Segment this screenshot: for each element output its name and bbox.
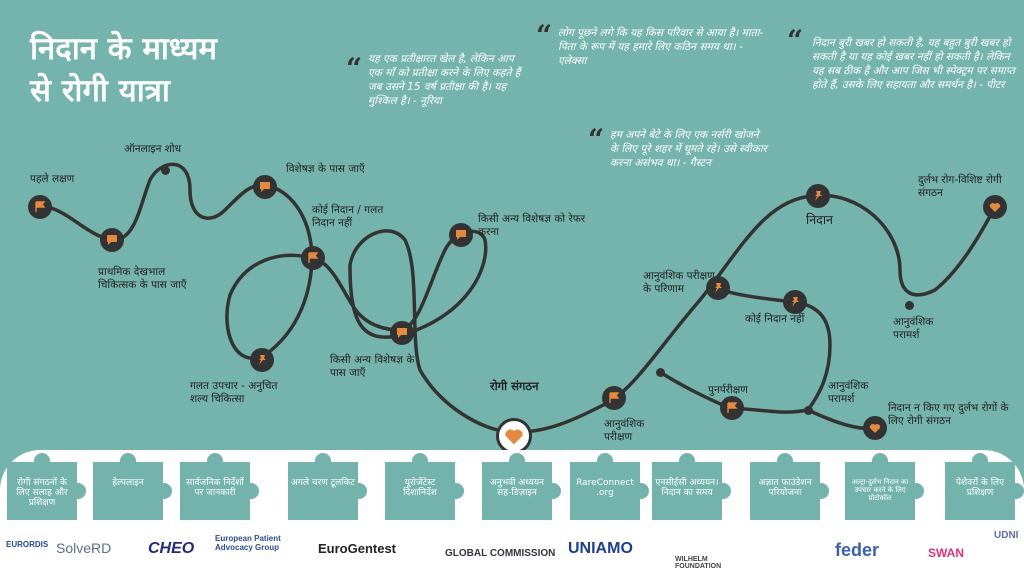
flag-icon	[602, 386, 626, 410]
quote-mark-icon: “	[588, 123, 605, 156]
heart-hands-icon	[983, 195, 1007, 219]
resource-piece: एनसीईसी अध्ययन। निदान का समय	[652, 453, 731, 520]
label-refer-specialist: किसी अन्य विशेषज्ञ को रेफर करना	[478, 213, 586, 238]
path-dot	[803, 405, 813, 415]
heart-hands-icon	[863, 416, 887, 440]
flag-icon	[28, 195, 52, 219]
quote-peter: निदान बुरी खबर हो सकती है, यह बहुत बुरी …	[812, 37, 1015, 91]
label-other-specialist: किसी अन्य विशेषज्ञ के पास जाएँ	[330, 354, 415, 379]
label-primary-care: प्राथमिक देखभाल चिकित्सक के पास जाएँ	[98, 266, 187, 291]
chat-icon	[100, 228, 124, 252]
pin-icon	[250, 348, 274, 372]
logo-udni: UDNI	[994, 530, 1019, 541]
label-genetic-counsel-2: आनुवंशिक परामर्श	[893, 316, 934, 341]
logo-global-commission: GLOBAL COMMISSION	[445, 548, 556, 559]
resource-piece: यूरोजेंटेस्ट दिशानिर्देश	[385, 453, 464, 520]
quote-mark-icon: “	[787, 24, 804, 57]
pin-icon	[706, 276, 730, 300]
label-genetic-test: आनुवंशिक परीक्षण	[604, 418, 645, 443]
label-online-research: ऑनलाइन शोध	[124, 143, 182, 155]
resource-piece: सार्वजनिक निर्देशों पर जानकारी	[180, 453, 259, 520]
resource-piece: अल्ट्रा-दुर्लभ निदान का उपचार करने के लि…	[845, 453, 924, 520]
label-rare-org: दुर्लभ रोग-विशिष्ट रोगी संगठन	[918, 174, 1002, 199]
label-no-diagnosis: कोई निदान नहीं	[745, 313, 805, 325]
resource-piece: अनुभवी अध्ययन सह-डिज़ाइन	[482, 453, 561, 520]
quote-alexa: लोग पूछने लगे कि यह किस परिवार से आया है…	[558, 27, 764, 67]
label-diagnosis: निदान	[806, 212, 833, 227]
path-dot	[655, 367, 665, 377]
logo-uniamo: UNIAMO	[568, 540, 633, 557]
logo-cheo: CHEO	[148, 540, 195, 557]
resource-piece: पेशेवरों के लिए प्रशिक्षण	[945, 453, 1024, 520]
pin-icon	[806, 184, 830, 208]
logo-feder: feder	[835, 540, 880, 560]
resource-piece: हेल्पलाइन	[93, 453, 172, 520]
quote-nuria: यह एक प्रतीक्षारत खेल है, लेकिन आप एक मा…	[368, 53, 521, 107]
chat-icon	[390, 321, 414, 345]
flag-icon	[720, 396, 744, 420]
label-retest: पुनर्परीक्षण	[708, 384, 748, 396]
logo-epag: European Patient Advocacy Group	[215, 534, 281, 552]
chat-icon	[253, 175, 277, 199]
path-dot	[904, 300, 914, 310]
quote-gaston: हम अपने बेटे के लिए एक नर्सरी खोजने के ल…	[610, 129, 767, 169]
page-title: निदान के माध्यम से रोगी यात्रा	[30, 31, 218, 109]
quote-mark-icon: “	[536, 19, 553, 52]
resource-piece: अज्ञात फाउंडेशन परियोजना	[750, 453, 829, 520]
label-patient-org: रोगी संगठन	[490, 379, 539, 393]
label-genetic-counsel-1: आनुवंशिक परामर्श	[828, 380, 869, 405]
path-dot	[160, 165, 170, 175]
chat-icon	[449, 223, 473, 247]
label-no-diagnosis-wrong: कोई निदान / गलत निदान नहीं	[312, 204, 384, 229]
logo-eurordis: EURORDIS	[6, 540, 49, 549]
logo-solverd: SolveRD	[56, 540, 112, 556]
logo-swan: SWAN	[928, 546, 964, 560]
label-undiagnosed-org: निदान न किए गए दुर्लभ रोगों के लिए रोगी …	[888, 402, 1009, 427]
label-first-symptoms: पहले लक्षण	[30, 173, 75, 185]
label-wrong-treatment: गलत उपचार - अनुचित शल्य चिकित्सा	[190, 380, 278, 405]
heart-hands-icon	[505, 429, 523, 445]
label-see-specialist: विशेषज्ञ के पास जाएँ	[286, 163, 365, 175]
quote-mark-icon: “	[346, 52, 363, 85]
resource-piece: RareConnect .org	[570, 453, 649, 520]
label-genetic-results: आनुवंशिक परीक्षण के परिणाम	[643, 270, 715, 295]
logo-wilhelm: WILHELM FOUNDATION	[675, 556, 722, 570]
logo-eurogentest: EuroGentest	[318, 541, 397, 556]
patient-org-hub	[496, 418, 532, 454]
pin-icon	[783, 290, 807, 314]
resource-piece: अगले चरण टूलकिट	[288, 453, 367, 520]
flag-icon	[301, 246, 325, 270]
resource-piece: रोगी संगठनों के लिए सलाह और प्रशिक्षण	[7, 453, 86, 520]
